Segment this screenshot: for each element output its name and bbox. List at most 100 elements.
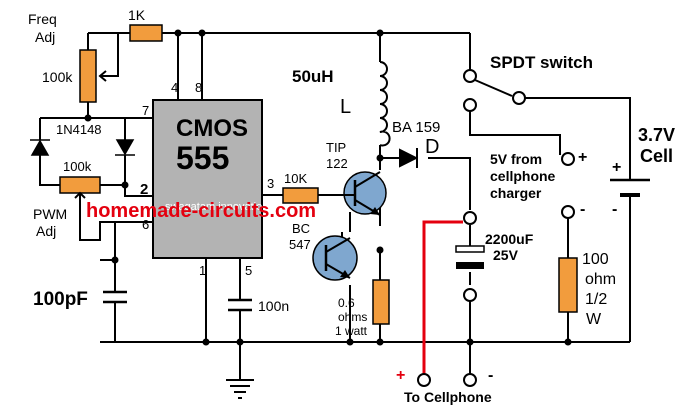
output-plus-sign: +: [396, 367, 406, 384]
label-pwm: PWM: [33, 206, 68, 222]
pin-8: 8: [195, 80, 203, 95]
pot-freq: [79, 49, 97, 103]
charger-minus-sign: -: [580, 201, 586, 218]
ic-label-555: 555: [176, 140, 230, 176]
output-minus-terminal: [463, 373, 477, 387]
junction-dot: [121, 181, 129, 189]
label-sense-value: 0.6: [338, 296, 355, 310]
label-tip: TIP: [326, 140, 347, 155]
watermark-swagatam: swagatam innovations: [165, 201, 274, 213]
junction-dot: [236, 338, 244, 346]
cap-2200-plate-bottom: [456, 262, 484, 269]
junction-dot: [84, 114, 92, 122]
label-spdt: SPDT switch: [490, 53, 593, 72]
diode-1n4148-right: [115, 139, 135, 156]
resistor-10k: [282, 187, 319, 204]
pot-pwm: [59, 176, 101, 194]
positive-output-wire: [422, 220, 463, 378]
spdt-common-terminal: [463, 69, 477, 83]
label-pwm-adj: Adj: [36, 223, 57, 239]
junction-dot: [198, 29, 206, 37]
junction-dot: [466, 338, 474, 346]
inductor-coil: [379, 61, 391, 147]
cap-100n: [228, 298, 252, 312]
junction-dot: [564, 338, 572, 346]
label-100ohm-ohm: ohm: [585, 271, 617, 288]
spdt-throw-terminal: [512, 91, 526, 105]
junction-dot: [376, 29, 384, 37]
label-100ohm-half: 1/2: [585, 291, 608, 308]
pwm-pot-wiper: [79, 190, 153, 241]
junction-dot: [111, 256, 119, 264]
diode-1n4148-left: [30, 139, 50, 156]
junction-dot: [346, 338, 354, 346]
diode-ba159: [399, 148, 419, 168]
cap-minus-terminal: [463, 288, 477, 302]
spdt-lower-terminal: [463, 98, 477, 112]
transistor-tip122: [343, 171, 387, 216]
label-100n: 100n: [258, 298, 290, 314]
pin-4: 4: [171, 80, 179, 95]
label-adj: Adj: [35, 29, 56, 45]
label-pwm-100k: 100k: [63, 159, 92, 174]
label-inductor-l: L: [340, 96, 352, 118]
diode-bridge-wires: [39, 117, 126, 186]
label-freq: Freq: [28, 11, 57, 27]
junction-dot: [376, 246, 384, 254]
label-pot-100k: 100k: [42, 69, 73, 85]
resistor-sense: [372, 279, 390, 325]
freq-pot-wiper: [100, 33, 119, 77]
pin-6: 6: [142, 217, 150, 232]
label-1k: 1K: [128, 7, 146, 23]
label-cell: Cell: [640, 146, 674, 166]
junction-dot: [376, 338, 384, 346]
junction-dot: [202, 338, 210, 346]
label-10k: 10K: [284, 171, 308, 186]
ic-555-body: [152, 99, 263, 259]
ic-label-cmos: CMOS: [176, 115, 248, 142]
label-sense-ohms: ohms: [338, 310, 368, 324]
label-sense-watt: 1 watt: [335, 324, 368, 338]
label-charger-3: charger: [490, 185, 542, 201]
label-cap-25v: 25V: [493, 247, 518, 263]
label-diode-d: D: [425, 136, 440, 158]
junction-dot: [174, 29, 182, 37]
cap-100pf: [103, 290, 127, 304]
charger-plus-terminal: [561, 152, 575, 166]
label-cap-2200: 2200uF: [485, 231, 534, 247]
resistor-100ohm: [558, 257, 578, 313]
pot-freq-arrow: [98, 70, 118, 82]
battery-cell: [610, 155, 650, 205]
label-tip-122: 122: [326, 156, 348, 171]
watermark-homemade-circuits: homemade-circuits.com: [86, 200, 317, 222]
resistor-1k: [129, 24, 163, 42]
charger-plus-sign: +: [578, 149, 588, 166]
output-plus-terminal: [417, 373, 431, 387]
transistor-bc547: [312, 235, 358, 281]
pin-3: 3: [267, 176, 275, 191]
output-minus-sign: -: [488, 367, 494, 384]
label-1n4148: 1N4148: [56, 122, 102, 137]
spdt-lower: [469, 110, 561, 155]
label-cell-voltage: 3.7V: [638, 125, 676, 145]
cell-minus-sign: -: [612, 201, 618, 218]
pin-5: 5: [245, 263, 253, 278]
label-100ohm-value: 100: [582, 251, 609, 268]
spdt-wires: [469, 33, 631, 342]
collector-wire: [380, 157, 471, 210]
pin-2: 2: [140, 181, 149, 198]
charger-minus-terminal: [561, 205, 575, 219]
cell-plus-sign: +: [612, 159, 622, 176]
pin2-wire: [124, 185, 153, 197]
pin-1: 1: [199, 263, 207, 278]
junction-dot: [376, 154, 384, 162]
pin-7: 7: [142, 103, 150, 118]
cap-plus-terminal: [463, 211, 477, 225]
ground-symbol: [226, 379, 254, 399]
cap-2200-plate-top: [455, 245, 485, 253]
label-charger-1: 5V from: [490, 151, 543, 167]
label-100pf: 100pF: [33, 289, 88, 310]
label-to-cellphone: To Cellphone: [404, 389, 492, 405]
label-bc: BC: [292, 221, 311, 236]
